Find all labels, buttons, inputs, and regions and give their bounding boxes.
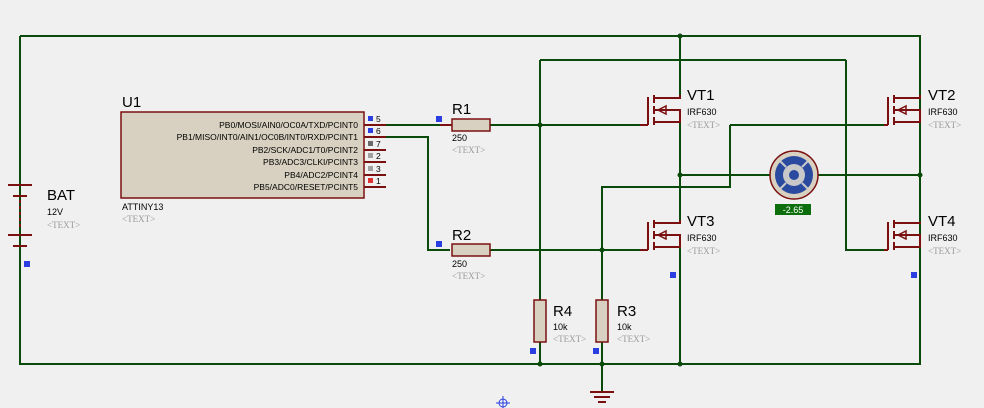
mcu-pin-number: 1 [376, 176, 381, 186]
vt1-ref: VT1 [687, 87, 715, 104]
r4-text: <TEXT> [553, 334, 586, 344]
vt2-text: <TEXT> [928, 120, 961, 130]
vt1-text: <TEXT> [687, 120, 720, 130]
mcu-pin-number: 6 [376, 126, 381, 136]
mcu-pin-label: PB3/ADC3/CLKI/PCINT3 [263, 157, 358, 167]
mosfet-vt2[interactable]: VT2 IRF630 <TEXT> [884, 87, 961, 130]
r3-text: <TEXT> [617, 334, 650, 344]
battery-marker [24, 261, 30, 267]
vt2-part: IRF630 [928, 107, 958, 117]
resistor-r3[interactable]: R3 10k <TEXT> [593, 299, 650, 354]
motor-reading: -2.65 [783, 205, 804, 215]
resistor-r2[interactable]: R2 250 <TEXT> [436, 227, 491, 281]
mcu-pin-number: 7 [376, 139, 381, 149]
mcu-pin-0[interactable]: PB0/MOSI/AIN0/OC0A/TXD/PCINT0 5 [219, 114, 386, 130]
mcu-pin-label: PB0/MOSI/AIN0/OC0A/TXD/PCINT0 [219, 120, 358, 130]
motor-readout [775, 204, 811, 215]
mcu-pin-1[interactable]: PB1/MISO/INT0/AIN1/OC0B/INT0/RXD/PCINT1 … [177, 126, 386, 142]
crosshair-icon [496, 396, 510, 408]
vt1-part: IRF630 [687, 107, 717, 117]
r1-value: 250 [452, 133, 467, 143]
vt4-text: <TEXT> [928, 246, 961, 256]
vt4-part: IRF630 [928, 233, 958, 243]
mcu-body [120, 111, 365, 199]
mcu-pin-label: PB2/SCK/ADC1/T0/PCINT2 [252, 145, 358, 155]
r3-ref: R3 [617, 303, 636, 320]
vt4-ref: VT4 [928, 213, 956, 230]
battery[interactable]: BAT 12V <TEXT> [8, 184, 80, 267]
vt3-ref: VT3 [687, 213, 715, 230]
mcu-pin-3[interactable]: PB3/ADC3/CLKI/PCINT3 2 [263, 151, 386, 167]
battery-text: <TEXT> [47, 220, 80, 230]
mcu-text: <TEXT> [122, 214, 155, 224]
mcu-pin-number: 3 [376, 164, 381, 174]
dc-motor[interactable]: -2.65 [769, 150, 819, 215]
r4-value: 10k [553, 322, 568, 332]
mcu-pin-number: 2 [376, 151, 381, 161]
resistor-r4[interactable]: R4 10k <TEXT> [530, 299, 586, 354]
junctions [537, 33, 923, 367]
r1-ref: R1 [452, 101, 471, 118]
mosfet-vt1[interactable]: VT1 IRF630 <TEXT> [640, 87, 720, 130]
vt3-marker [670, 272, 676, 278]
resistor-r1[interactable]: R1 250 <TEXT> [436, 101, 491, 155]
vt3-part: IRF630 [687, 233, 717, 243]
r2-marker [436, 241, 442, 247]
r1-marker [436, 116, 442, 122]
battery-value: 12V [47, 207, 63, 217]
mcu-ref: U1 [122, 94, 141, 111]
r4-ref: R4 [553, 303, 572, 320]
r3-marker [593, 348, 599, 354]
mcu-pin-number: 5 [376, 114, 381, 124]
vt2-ref: VT2 [928, 87, 956, 104]
mcu-pin-label: PB4/ADC2/PCINT4 [284, 170, 358, 180]
r2-value: 250 [452, 259, 467, 269]
mcu-part: ATTINY13 [122, 202, 163, 212]
r4-marker [530, 348, 536, 354]
mosfet-vt4[interactable]: VT4 IRF630 <TEXT> [884, 213, 961, 278]
r2-ref: R2 [452, 227, 471, 244]
r3-value: 10k [617, 322, 632, 332]
mosfet-vt3[interactable]: VT3 IRF630 <TEXT> [640, 213, 720, 278]
mcu-pin-label: PB5/ADC0/RESET/PCINT5 [254, 182, 359, 192]
r2-text: <TEXT> [452, 271, 485, 281]
ground-icon [590, 391, 614, 403]
mcu-pin-4[interactable]: PB4/ADC2/PCINT4 3 [284, 164, 386, 180]
mcu-pin-5[interactable]: PB5/ADC0/RESET/PCINT5 1 [254, 176, 386, 192]
mcu-pin-label: PB1/MISO/INT0/AIN1/OC0B/INT0/RXD/PCINT1 [177, 132, 359, 142]
mcu-u1[interactable]: U1 ATTINY13 <TEXT> PB0/MOSI/AIN0/OC0A/TX… [120, 94, 386, 224]
mcu-pin-2[interactable]: PB2/SCK/ADC1/T0/PCINT2 7 [252, 139, 386, 155]
vt3-text: <TEXT> [687, 246, 720, 256]
vt4-marker [911, 272, 917, 278]
battery-ref: BAT [47, 187, 75, 204]
r1-text: <TEXT> [452, 145, 485, 155]
